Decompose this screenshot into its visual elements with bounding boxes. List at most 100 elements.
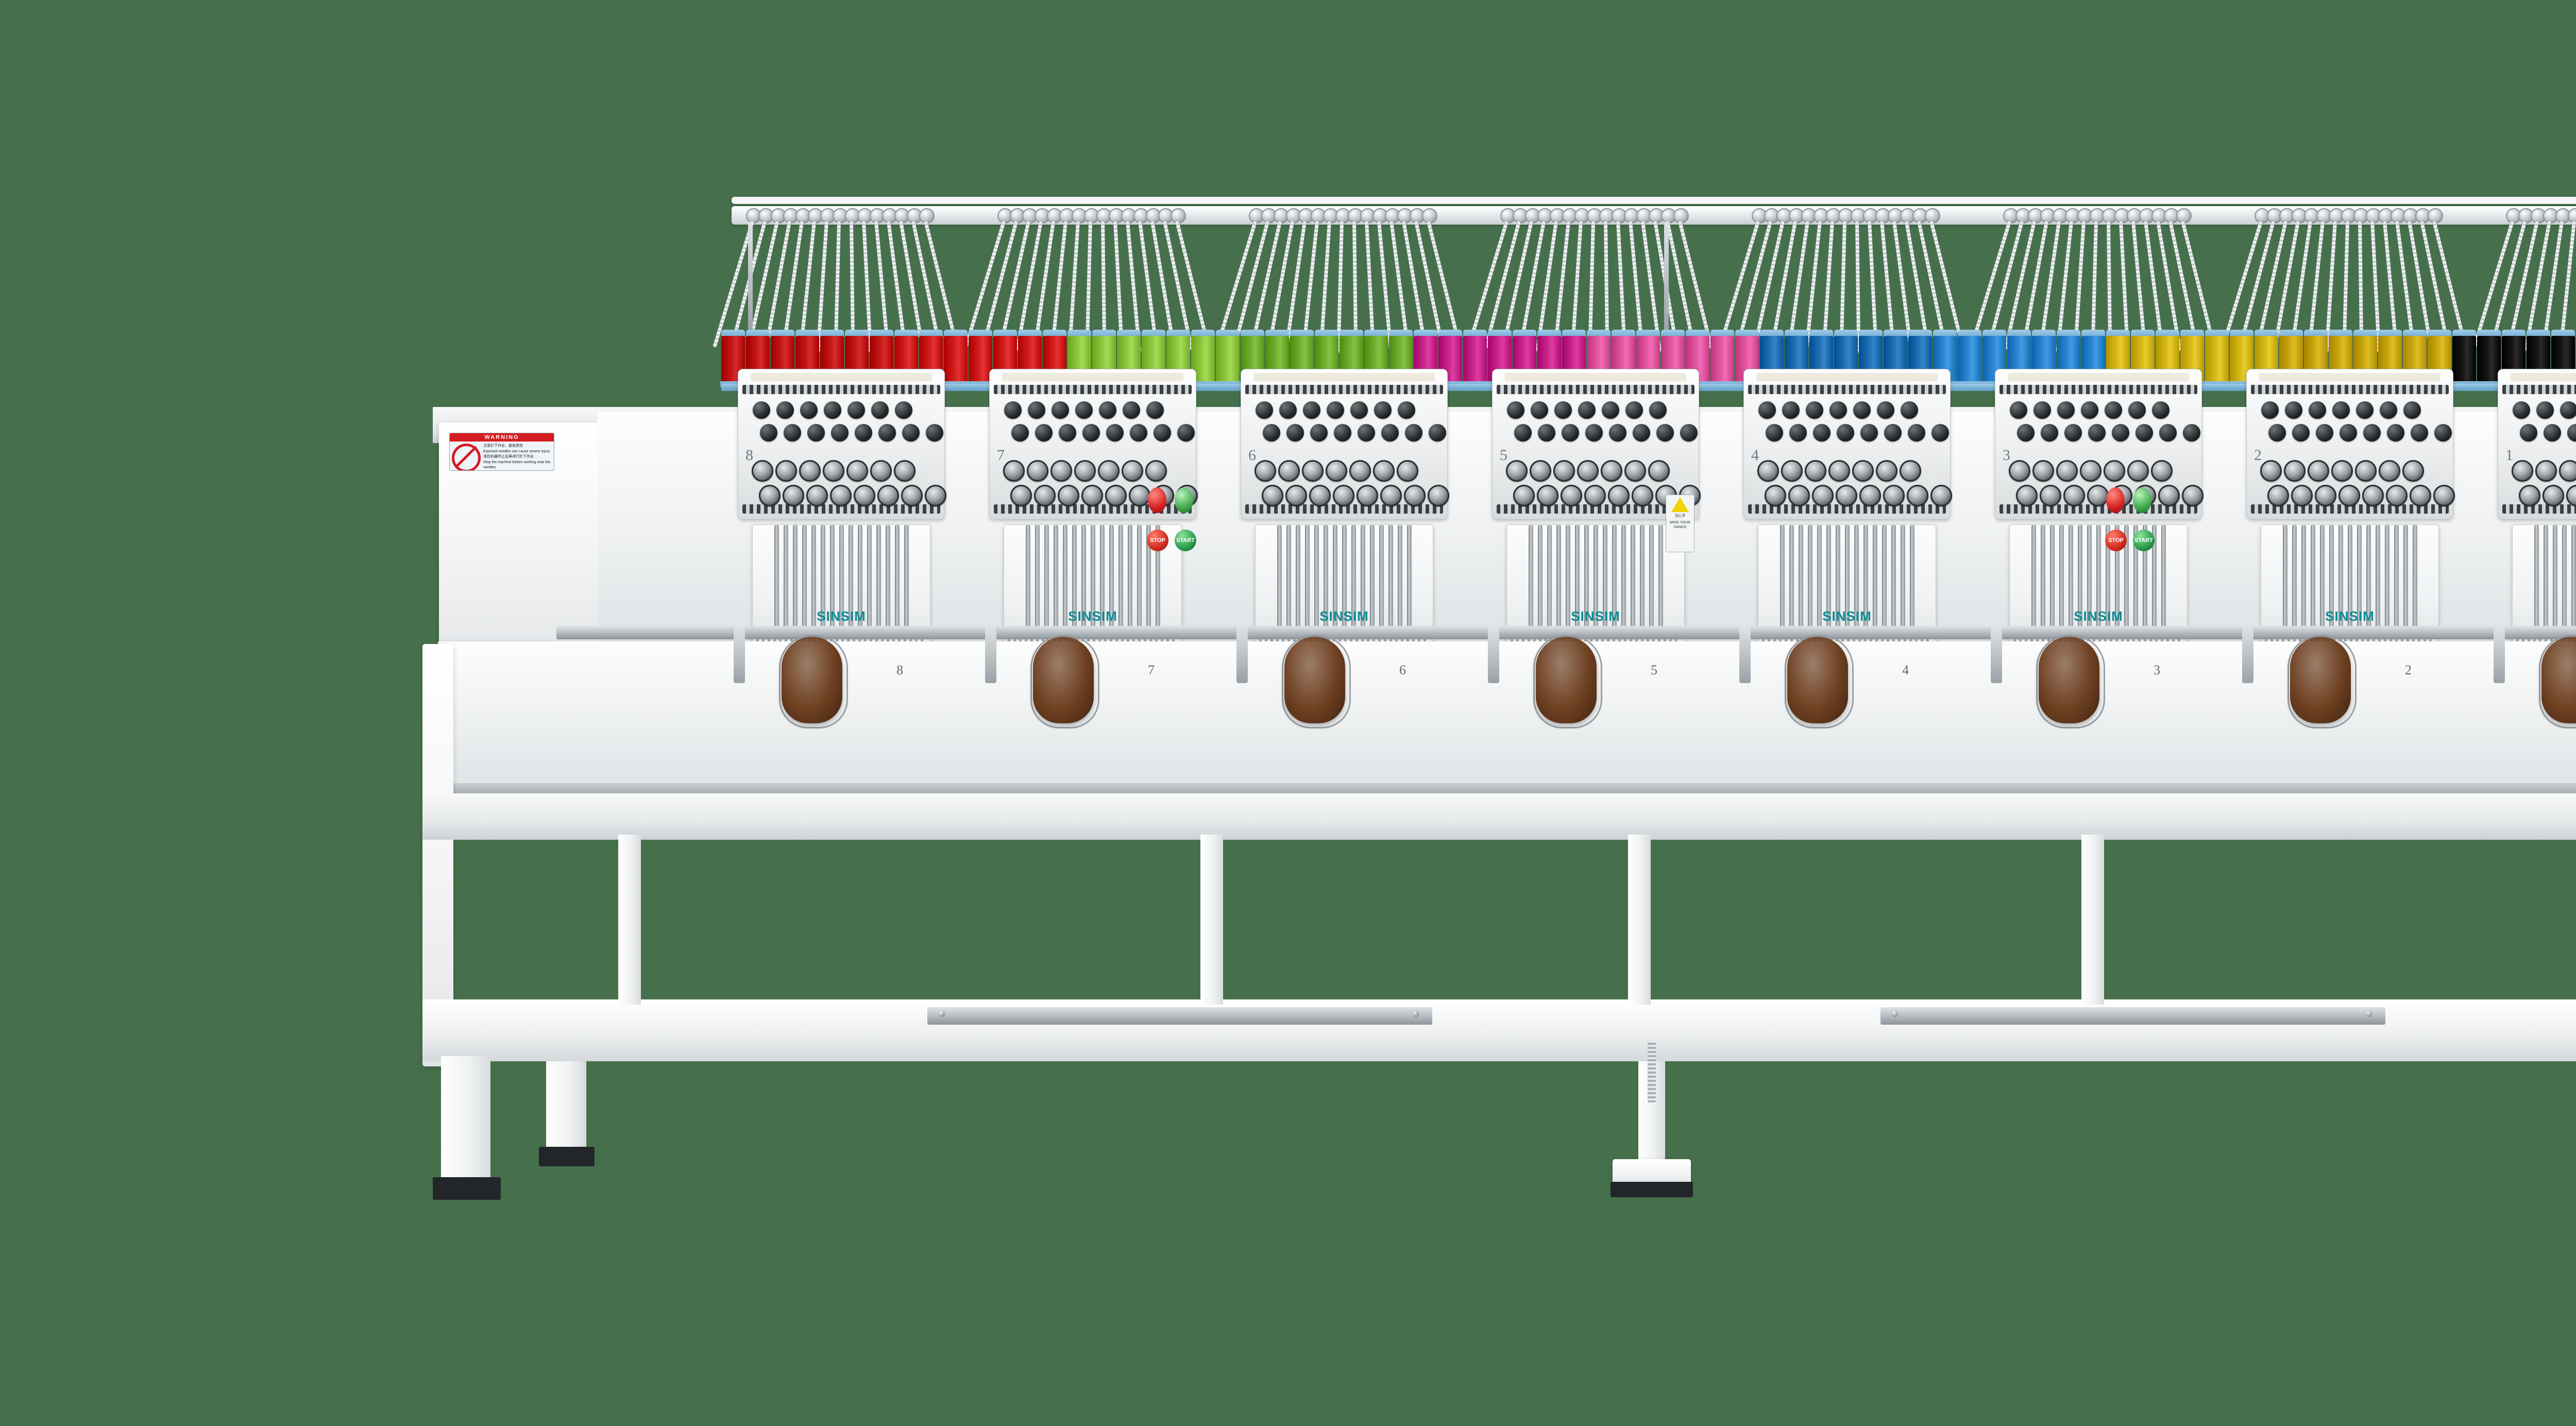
thread-tension-knob[interactable] [2363,424,2381,442]
thread-tension-dial[interactable] [2402,460,2424,482]
thread-tension-dial[interactable] [1530,460,1551,482]
thread-tension-dial[interactable] [1553,460,1575,482]
thread-tension-dial[interactable] [1859,485,1881,506]
thread-tension-dial[interactable] [1278,460,1300,482]
thread-tension-dial[interactable] [2315,485,2336,506]
thread-tension-dial[interactable] [1930,485,1952,506]
thread-tension-knob[interactable] [2387,424,2404,442]
thread-tension-knob[interactable] [1398,401,1415,419]
thread-tension-knob[interactable] [1082,424,1100,442]
thread-tension-dial[interactable] [2104,460,2125,482]
thread-tension-knob[interactable] [1004,401,1022,419]
thread-tension-knob[interactable] [1531,401,1548,419]
thread-tension-knob[interactable] [1099,401,1116,419]
thread-tension-knob[interactable] [1405,424,1422,442]
thread-tension-dial[interactable] [1003,460,1025,482]
thread-tension-dial[interactable] [1050,460,1072,482]
thread-tension-dial[interactable] [1788,485,1810,506]
thread-tension-knob[interactable] [2403,401,2421,419]
thread-tension-knob[interactable] [753,401,770,419]
thread-tension-knob[interactable] [1656,424,1674,442]
thread-tension-knob[interactable] [1123,401,1140,419]
thread-tension-knob[interactable] [2380,401,2397,419]
thread-tension-dial[interactable] [2267,485,2289,506]
thread-tension-dial[interactable] [1537,485,1558,506]
thread-tension-knob[interactable] [1358,424,1375,442]
thread-tension-knob[interactable] [1286,424,1304,442]
head-stop-button[interactable]: STOP [2105,530,2127,551]
head-start-button[interactable]: START [2133,530,2155,551]
thread-tension-dial[interactable] [1058,485,1079,506]
thread-tension-knob[interactable] [1154,424,1171,442]
thread-tension-dial[interactable] [1883,485,1905,506]
thread-tension-dial[interactable] [2063,485,2085,506]
cap-driver-frame[interactable] [1785,635,1854,728]
thread-tension-dial[interactable] [2291,485,2313,506]
thread-tension-knob[interactable] [2340,424,2357,442]
thread-tension-knob[interactable] [800,401,818,419]
thread-tension-knob[interactable] [1075,401,1093,419]
thread-tension-dial[interactable] [2410,485,2431,506]
thread-tension-knob[interactable] [1334,424,1351,442]
thread-tension-dial[interactable] [2331,460,2353,482]
thread-tension-dial[interactable] [2127,460,2149,482]
thread-tension-dial[interactable] [1081,485,1103,506]
thread-tension-knob[interactable] [1860,424,1878,442]
thread-tension-knob[interactable] [871,401,889,419]
thread-tension-knob[interactable] [2057,401,2075,419]
thread-tension-dial[interactable] [1428,485,1449,506]
thread-tension-dial[interactable] [1380,485,1402,506]
thread-tension-knob[interactable] [2316,424,2333,442]
thread-tension-dial[interactable] [783,485,804,506]
head-start-button[interactable]: START [1175,530,1196,551]
cap-driver-frame[interactable] [1533,635,1602,728]
thread-tension-knob[interactable] [1758,401,1776,419]
thread-tension-knob[interactable] [2041,424,2058,442]
thread-tension-dial[interactable] [1145,460,1167,482]
thread-tension-knob[interactable] [2112,424,2129,442]
cap-driver-frame[interactable] [779,635,848,728]
thread-tension-knob[interactable] [2309,401,2326,419]
thread-tension-knob[interactable] [2411,424,2428,442]
thread-tension-knob[interactable] [1035,424,1053,442]
cap-clamp-lever[interactable] [2242,626,2253,683]
thread-tension-dial[interactable] [925,485,946,506]
thread-tension-dial[interactable] [1255,460,1276,482]
thread-tension-dial[interactable] [2362,485,2384,506]
thread-tension-dial[interactable] [1852,460,1874,482]
thread-tension-dial[interactable] [1836,485,1857,506]
cap-clamp-lever[interactable] [1991,626,2002,683]
thread-tension-dial[interactable] [1805,460,1826,482]
thread-tension-dial[interactable] [1624,460,1646,482]
thread-tension-knob[interactable] [1263,424,1280,442]
thread-tension-dial[interactable] [1907,485,1928,506]
thread-tension-knob[interactable] [1625,401,1643,419]
thread-tension-dial[interactable] [2559,460,2576,482]
thread-tension-knob[interactable] [2268,424,2286,442]
thread-tension-knob[interactable] [1059,424,1076,442]
thread-tension-knob[interactable] [760,424,777,442]
table-extension-rail-right[interactable] [1880,1007,2385,1025]
thread-tension-knob[interactable] [1310,424,1328,442]
cap-driver-frame[interactable] [2287,635,2357,728]
thread-tension-dial[interactable] [1027,460,1048,482]
thread-tension-knob[interactable] [1146,401,1164,419]
thread-tension-knob[interactable] [1507,401,1524,419]
thread-tension-dial[interactable] [2519,485,2540,506]
thread-tension-knob[interactable] [878,424,896,442]
thread-tension-knob[interactable] [1901,401,1918,419]
thread-tension-dial[interactable] [2032,460,2054,482]
thread-tension-knob[interactable] [1350,401,1368,419]
thread-tension-dial[interactable] [901,485,923,506]
thread-tension-knob[interactable] [1782,401,1800,419]
thread-tension-dial[interactable] [846,460,868,482]
thread-tension-dial[interactable] [1326,460,1347,482]
thread-tension-dial[interactable] [2040,485,2061,506]
thread-tension-dial[interactable] [2080,460,2102,482]
thread-tension-knob[interactable] [2105,401,2122,419]
thread-tension-dial[interactable] [870,460,892,482]
cap-driver-frame[interactable] [2036,635,2105,728]
thread-tension-dial[interactable] [2512,460,2533,482]
thread-tension-knob[interactable] [2017,424,2035,442]
thread-tension-dial[interactable] [1010,485,1032,506]
